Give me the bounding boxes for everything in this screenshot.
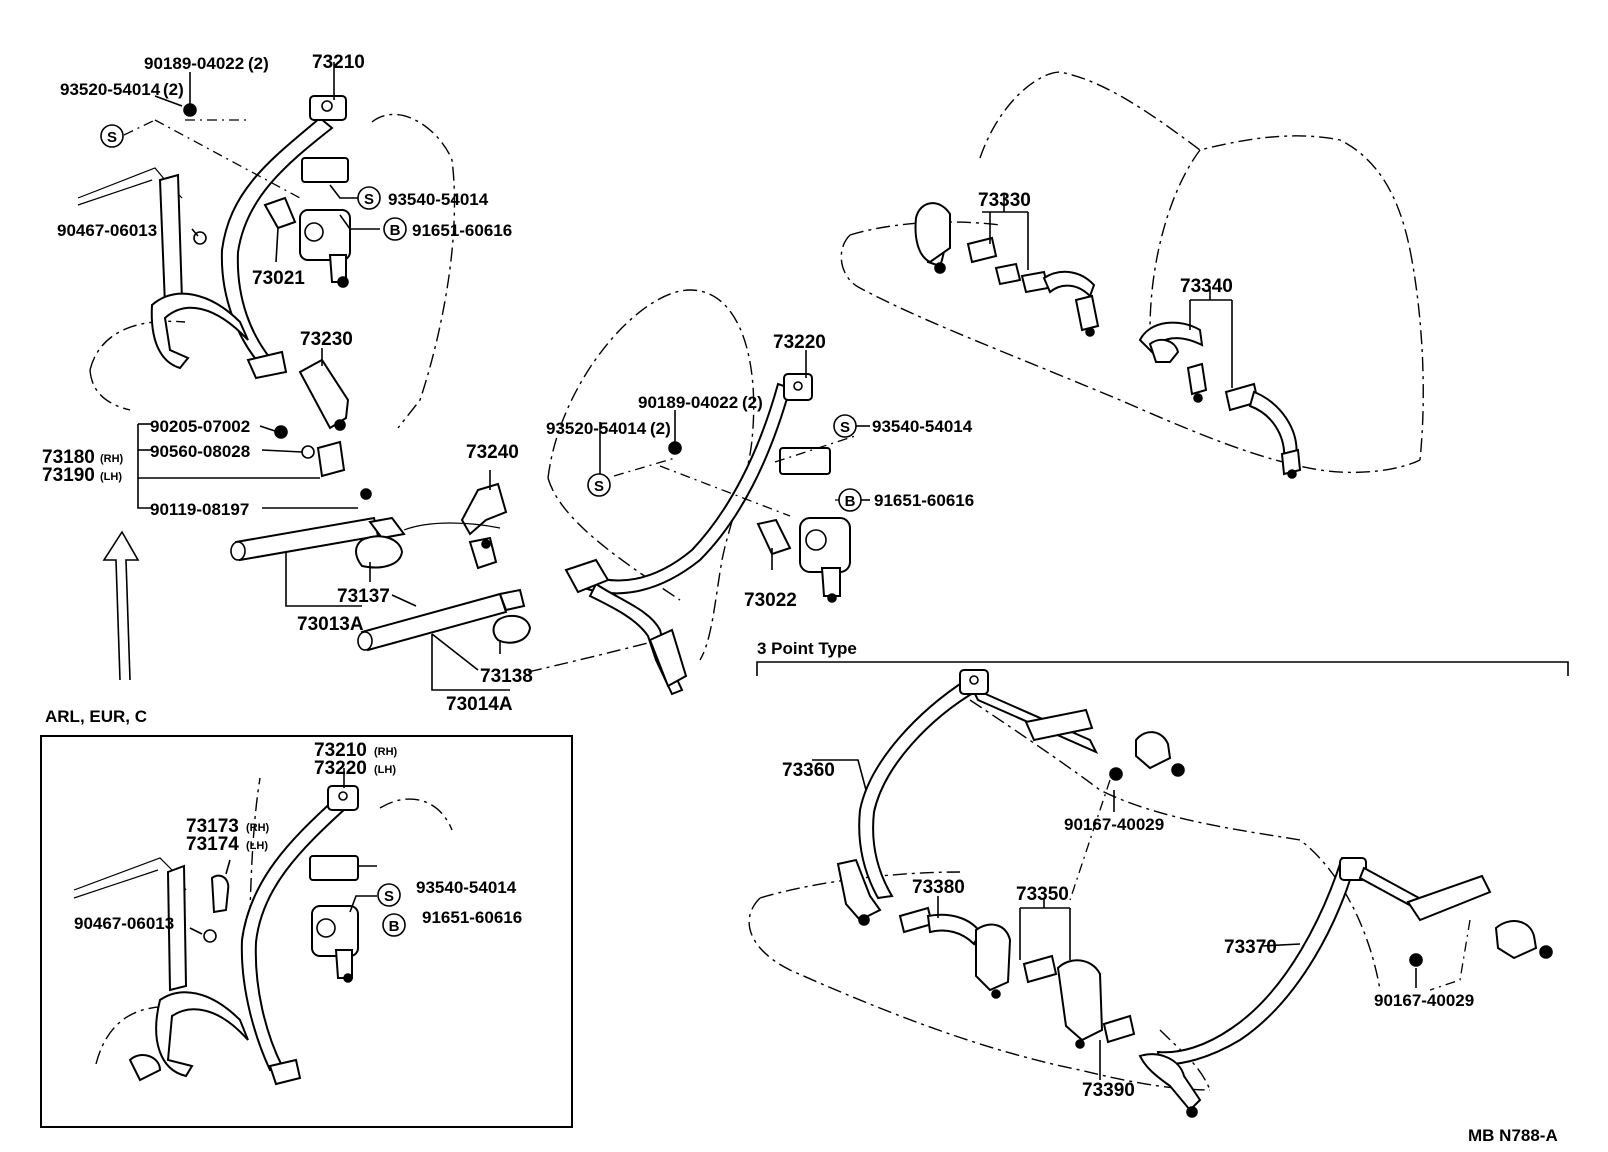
front-seat-left-drawing xyxy=(77,95,456,500)
svg-text:S: S xyxy=(107,129,117,146)
label-90189-04022-b-qty: (2) xyxy=(742,393,763,412)
label-93520-54014-a: 93520-54014 xyxy=(60,80,161,99)
label-73360: 73360 xyxy=(782,760,835,781)
inset-title: ARL, EUR, C xyxy=(45,707,147,726)
inset-label-73210-side: (RH) xyxy=(374,746,398,758)
label-73340: 73340 xyxy=(1180,276,1233,297)
inset-label-73220: 73220 xyxy=(314,758,367,779)
label-73022: 73022 xyxy=(744,590,797,611)
label-90167-40029-b: 90167-40029 xyxy=(1374,991,1474,1010)
symbol-s-circle-c: S xyxy=(587,473,611,497)
label-73013A: 73013A xyxy=(297,614,364,635)
label-73180-side: (RH) xyxy=(100,453,124,465)
inset-label-91651-60616: 91651-60616 xyxy=(422,908,522,927)
inset-drawing xyxy=(73,777,453,1086)
inset-label-73210: 73210 xyxy=(314,740,367,761)
svg-text:S: S xyxy=(840,419,850,436)
label-73021: 73021 xyxy=(252,268,305,289)
label-90467-06013-a: 90467-06013 xyxy=(57,221,157,240)
symbol-b-circle-b: B xyxy=(838,488,862,512)
label-93540-54014-a: 93540-54014 xyxy=(388,190,489,209)
label-73180: 73180 xyxy=(42,447,95,468)
svg-text:B: B xyxy=(845,493,856,510)
inset-label-90467-06013: 90467-06013 xyxy=(74,914,174,933)
rear-seat-top-drawing xyxy=(840,71,1424,479)
label-91651-60616-a: 91651-60616 xyxy=(412,221,512,240)
label-73014A: 73014A xyxy=(446,694,513,715)
label-73210: 73210 xyxy=(312,52,365,73)
symbol-s-circle-a: S xyxy=(100,124,124,148)
label-90205-07002: 90205-07002 xyxy=(150,417,250,436)
label-73190: 73190 xyxy=(42,465,95,486)
rear-seat-3point-drawing xyxy=(748,669,1553,1118)
label-73330: 73330 xyxy=(978,190,1031,211)
svg-text:S: S xyxy=(364,191,374,208)
inset-label-73174: 73174 xyxy=(186,834,239,855)
label-73390: 73390 xyxy=(1082,1080,1135,1101)
label-91651-60616-b: 91651-60616 xyxy=(874,491,974,510)
svg-text:B: B xyxy=(389,918,400,935)
symbol-b-circle-a: B xyxy=(383,217,407,241)
label-73138: 73138 xyxy=(480,666,533,687)
center-sleeves-drawing xyxy=(230,482,532,652)
symbol-b-circle-c: B xyxy=(382,913,406,937)
label-90560-08028: 90560-08028 xyxy=(150,442,250,461)
label-93520-54014-a-qty: (2) xyxy=(163,80,184,99)
symbol-s-circle-d: S xyxy=(833,414,857,438)
label-73220: 73220 xyxy=(773,332,826,353)
label-73370: 73370 xyxy=(1224,937,1277,958)
inset-label-73173-side: (RH) xyxy=(246,822,270,834)
inset-label-73173: 73173 xyxy=(186,816,239,837)
svg-text:S: S xyxy=(384,888,394,905)
label-90189-04022-b: 90189-04022 xyxy=(638,393,738,412)
label-73230: 73230 xyxy=(300,329,353,350)
label-73350: 73350 xyxy=(1016,884,1069,905)
label-73190-side: (LH) xyxy=(100,471,122,483)
svg-text:S: S xyxy=(594,478,604,495)
inset-label-73220-side: (LH) xyxy=(374,764,396,776)
label-90167-40029-a: 90167-40029 xyxy=(1064,815,1164,834)
inset-label-93540-54014: 93540-54014 xyxy=(416,878,517,897)
symbol-s-circle-e: S xyxy=(377,883,401,907)
section-title-3-point-type: 3 Point Type xyxy=(757,639,857,658)
svg-text:B: B xyxy=(390,222,401,239)
inset-label-73174-side: (LH) xyxy=(246,840,268,852)
label-93540-54014-b: 93540-54014 xyxy=(872,417,973,436)
label-90189-04022-a: 90189-04022 xyxy=(144,54,244,73)
label-73380: 73380 xyxy=(912,877,965,898)
label-93520-54014-b-qty: (2) xyxy=(650,419,671,438)
label-73240: 73240 xyxy=(466,442,519,463)
label-90189-04022-a-qty: (2) xyxy=(248,54,269,73)
label-73137: 73137 xyxy=(337,586,390,607)
label-90119-08197: 90119-08197 xyxy=(150,500,249,519)
symbol-s-circle-b: S xyxy=(357,186,381,210)
front-seat-right-drawing xyxy=(547,289,851,696)
inset-box xyxy=(40,735,573,1128)
label-93520-54014-b: 93520-54014 xyxy=(546,419,647,438)
drawing-code: MB N788-A xyxy=(1468,1126,1558,1145)
